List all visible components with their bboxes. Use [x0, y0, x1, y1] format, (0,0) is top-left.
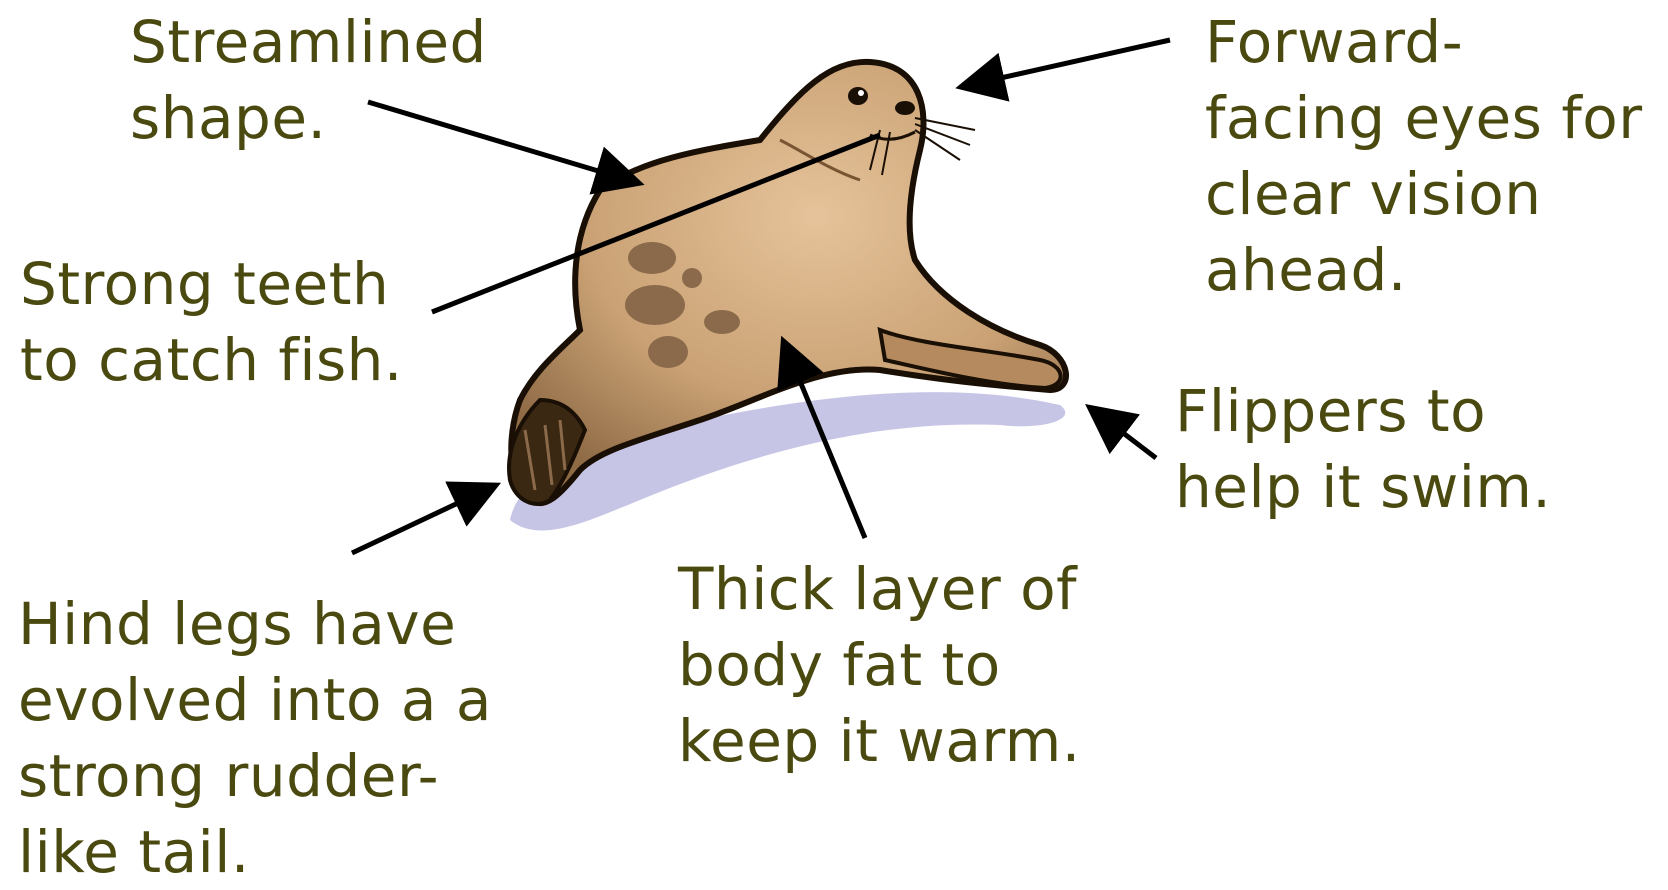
- label-eyes: Forward- facing eyes for clear vision ah…: [1205, 4, 1643, 308]
- seal-spot: [648, 336, 688, 368]
- seal-spot: [704, 310, 740, 334]
- label-line: Hind legs have: [18, 586, 492, 662]
- seal-spot: [682, 268, 702, 288]
- seal-illustration: [509, 62, 1066, 531]
- label-line: facing eyes for: [1205, 80, 1643, 156]
- label-line: Streamlined: [130, 4, 487, 80]
- label-tail: Hind legs have evolved into a a strong r…: [18, 586, 492, 890]
- label-line: help it swim.: [1175, 449, 1551, 525]
- seal-spot: [628, 242, 676, 274]
- label-line: Thick layer of: [678, 551, 1081, 627]
- label-streamlined: Streamlined shape.: [130, 4, 487, 156]
- arrow-flippers: [1093, 410, 1156, 458]
- label-line: like tail.: [18, 814, 492, 890]
- label-teeth: Strong teeth to catch fish.: [20, 246, 403, 398]
- label-line: keep it warm.: [678, 703, 1081, 779]
- seal-spot: [625, 285, 685, 325]
- seal-nose: [895, 101, 915, 115]
- label-line: to catch fish.: [20, 322, 403, 398]
- label-line: Flippers to: [1175, 373, 1551, 449]
- label-fat: Thick layer of body fat to keep it warm.: [678, 551, 1081, 779]
- seal-eye: [848, 87, 868, 105]
- label-line: shape.: [130, 80, 487, 156]
- arrow-tail: [352, 487, 492, 553]
- label-flippers: Flippers to help it swim.: [1175, 373, 1551, 525]
- label-line: evolved into a a: [18, 662, 492, 738]
- label-line: Strong teeth: [20, 246, 403, 322]
- label-line: Forward-: [1205, 4, 1643, 80]
- label-line: clear vision: [1205, 156, 1643, 232]
- label-line: strong rudder-: [18, 738, 492, 814]
- arrow-eyes: [965, 40, 1170, 86]
- label-line: body fat to: [678, 627, 1081, 703]
- label-line: ahead.: [1205, 232, 1643, 308]
